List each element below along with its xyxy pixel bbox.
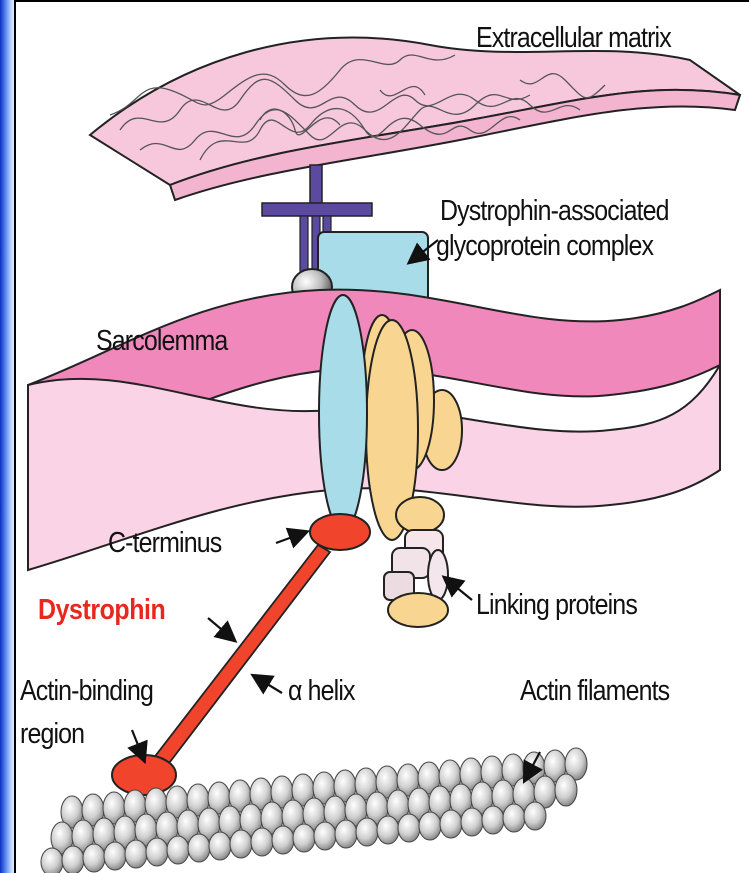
label-alpha-helix: α helix — [288, 675, 355, 708]
arrow-alpha-helix — [254, 676, 282, 693]
label-linking-proteins: Linking proteins — [476, 589, 637, 622]
label-actin-filaments: Actin filaments — [520, 675, 669, 708]
arrow-c-terminus — [276, 532, 306, 543]
extracellular-matrix-shape — [90, 38, 740, 200]
label-c-terminus: C-terminus — [108, 527, 221, 560]
arrow-dystrophin — [208, 618, 234, 640]
arrow-linking-proteins — [445, 578, 472, 600]
label-dgc-line2: glycoprotein complex — [436, 230, 653, 263]
label-actin-binding-line1: Actin-binding — [20, 675, 153, 708]
label-sarcolemma: Sarcolemma — [96, 325, 227, 358]
transmembrane-protein-shape — [319, 295, 367, 531]
label-extracellular-matrix: Extracellular matrix — [476, 22, 671, 55]
label-dgc-line1: Dystrophin-associated — [440, 195, 669, 228]
label-dystrophin: Dystrophin — [38, 594, 165, 627]
label-actin-binding-line2: region — [20, 718, 84, 751]
